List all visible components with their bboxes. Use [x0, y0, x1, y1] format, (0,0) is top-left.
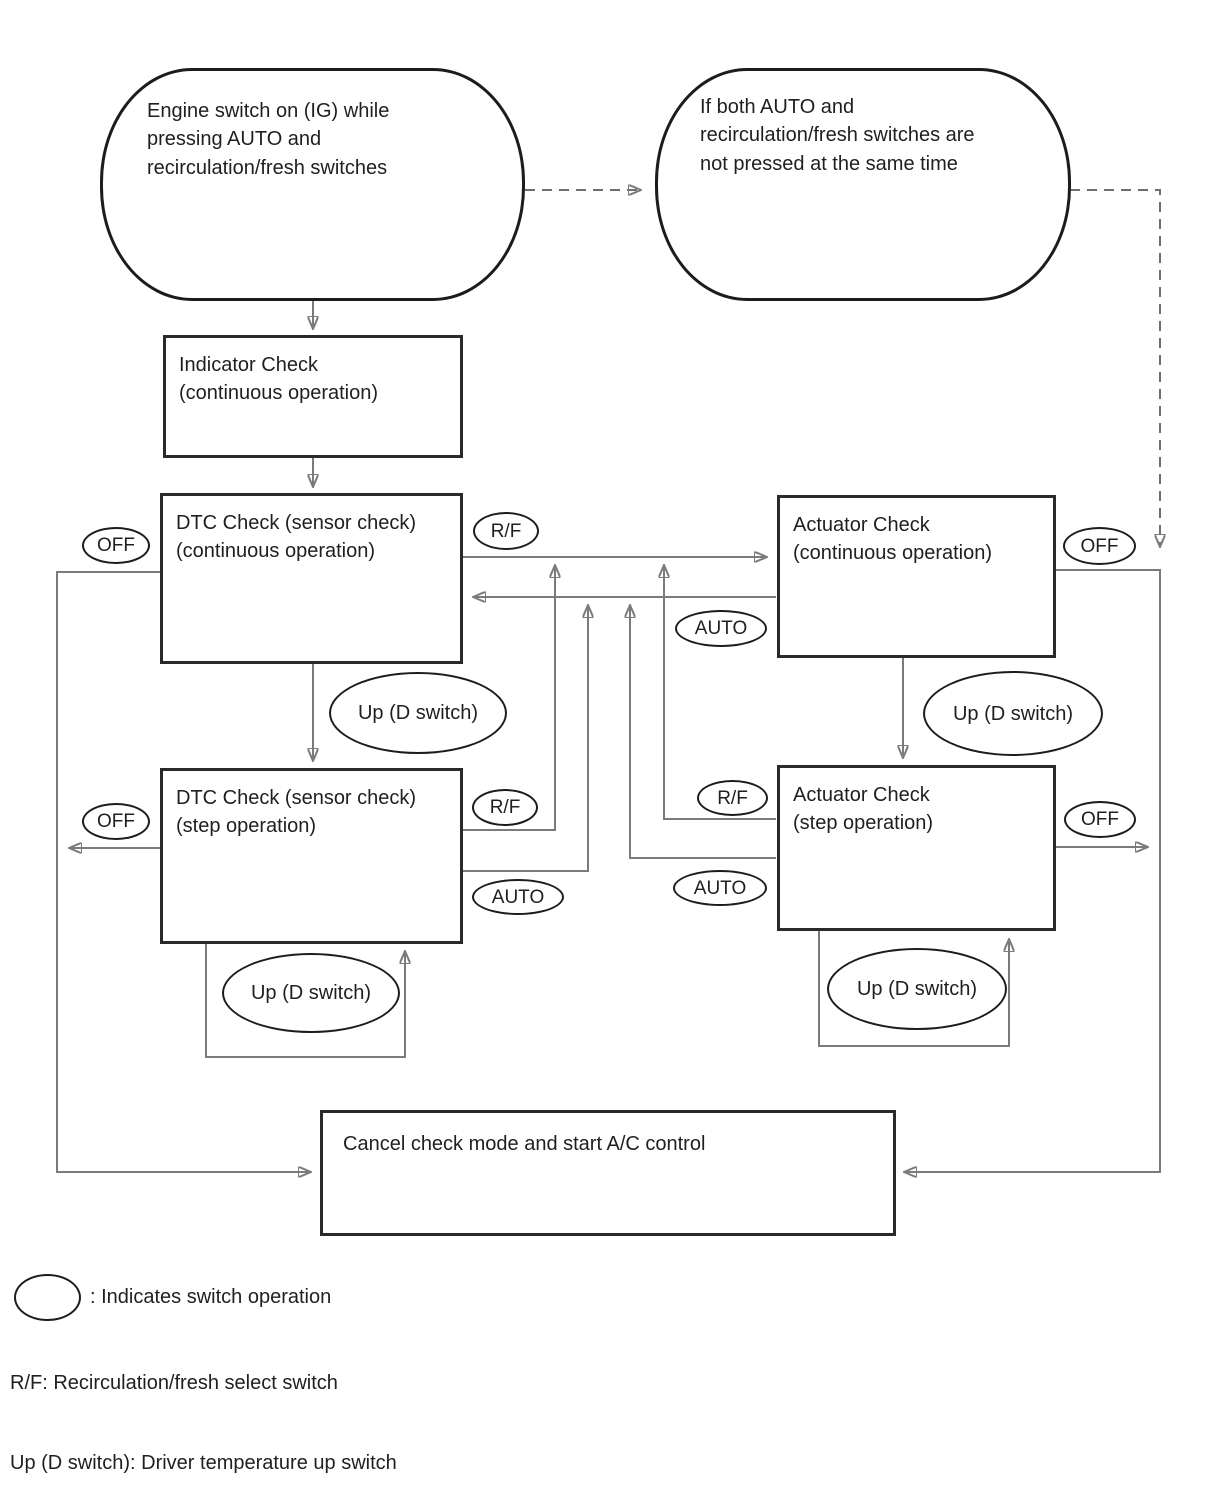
legend-up-d-definition: Up (D switch): Driver temperature up swi… [10, 1452, 397, 1474]
rf-label-dtc-continuous: R/F [473, 512, 539, 550]
indicator-check-box: Indicator Check (continuous operation) [163, 335, 463, 458]
actuator-check-step-box: Actuator Check (step operation) [777, 765, 1056, 931]
auto-label-actuator-continuous: AUTO [675, 610, 767, 647]
cancel-check-mode-box: Cancel check mode and start A/C control [320, 1110, 896, 1236]
up-d-switch-label-actuator: Up (D switch) [923, 671, 1103, 756]
legend-switch-operation: : Indicates switch operation [90, 1286, 332, 1308]
up-d-switch-loop-label-dtc-step: Up (D switch) [222, 953, 400, 1033]
condition-terminator: If both AUTO and recirculation/fresh swi… [655, 68, 1071, 301]
auto-label-actuator-step: AUTO [673, 870, 767, 906]
off-label-dtc-continuous: OFF [82, 527, 150, 564]
actuator-check-continuous-box: Actuator Check (continuous operation) [777, 495, 1056, 658]
off-label-actuator-step: OFF [1064, 801, 1136, 838]
legend-rf-definition: R/F: Recirculation/fresh select switch [10, 1372, 338, 1394]
dtc-check-step-box: DTC Check (sensor check) (step operation… [160, 768, 463, 944]
auto-label-dtc-step: AUTO [472, 879, 564, 915]
rf-label-actuator-step: R/F [697, 780, 768, 816]
start-terminator: Engine switch on (IG) while pressing AUT… [100, 68, 525, 301]
rf-label-dtc-step: R/F [472, 789, 538, 826]
legend-ellipse-icon [14, 1274, 81, 1321]
dtc-check-continuous-box: DTC Check (sensor check) (continuous ope… [160, 493, 463, 664]
off-label-actuator-continuous: OFF [1063, 527, 1136, 565]
off-label-dtc-step: OFF [82, 803, 150, 840]
up-d-switch-label-dtc: Up (D switch) [329, 672, 507, 754]
up-d-switch-loop-label-actuator-step: Up (D switch) [827, 948, 1007, 1030]
